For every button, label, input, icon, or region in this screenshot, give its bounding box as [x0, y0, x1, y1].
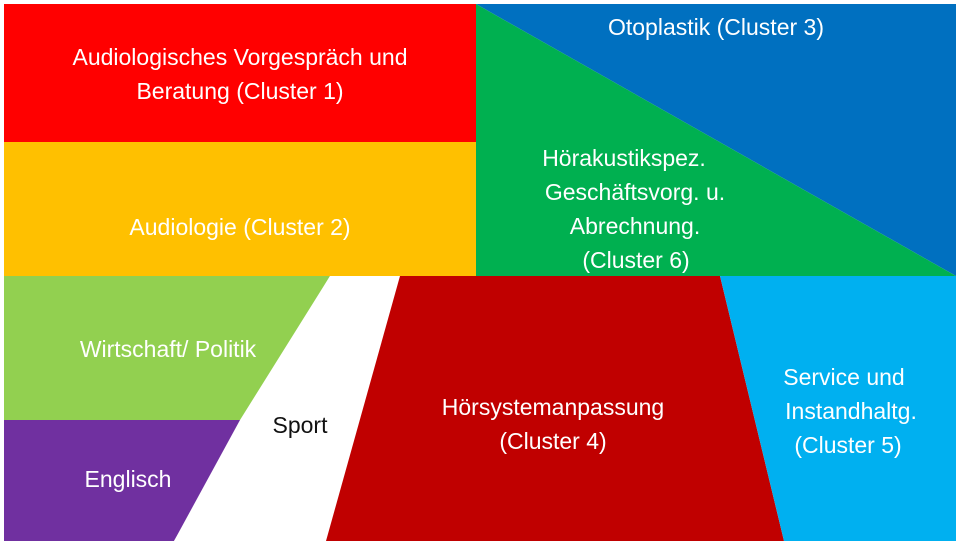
cluster6-label-line4: (Cluster 6): [582, 247, 689, 273]
cluster1-label-line1: Audiologisches Vorgespräch und: [72, 44, 407, 70]
cluster3-label: Otoplastik (Cluster 3): [608, 14, 824, 40]
cluster4-region: [326, 276, 784, 541]
cluster6-region: [476, 4, 956, 276]
cluster6-label-line3: Abrechnung.: [570, 213, 700, 239]
cluster1-region: [4, 4, 476, 142]
cluster5-label-line1: Service und: [783, 364, 904, 390]
cluster4-label-line1: Hörsystemanpassung: [442, 394, 664, 420]
cluster2-label: Audiologie (Cluster 2): [129, 214, 350, 240]
cluster6-label-line1: Hörakustikspez.: [542, 145, 706, 171]
wirtschaft-region: [4, 276, 330, 420]
cluster5-region: [720, 276, 956, 541]
cluster2-region: [4, 142, 476, 276]
cluster6-label-line2: Geschäftsvorg. u.: [545, 179, 725, 205]
cluster4-label-line2: (Cluster 4): [499, 428, 606, 454]
cluster5-label-line3: (Cluster 5): [794, 432, 901, 458]
englisch-region: [4, 420, 240, 541]
sport-region: [174, 276, 400, 541]
sport-label: Sport: [273, 412, 329, 438]
cluster1-label-line2: Beratung (Cluster 1): [136, 78, 343, 104]
englisch-label: Englisch: [85, 466, 172, 492]
cluster5-label-line2: Instandhaltg.: [785, 398, 917, 424]
wirtschaft-label: Wirtschaft/ Politik: [80, 336, 257, 362]
